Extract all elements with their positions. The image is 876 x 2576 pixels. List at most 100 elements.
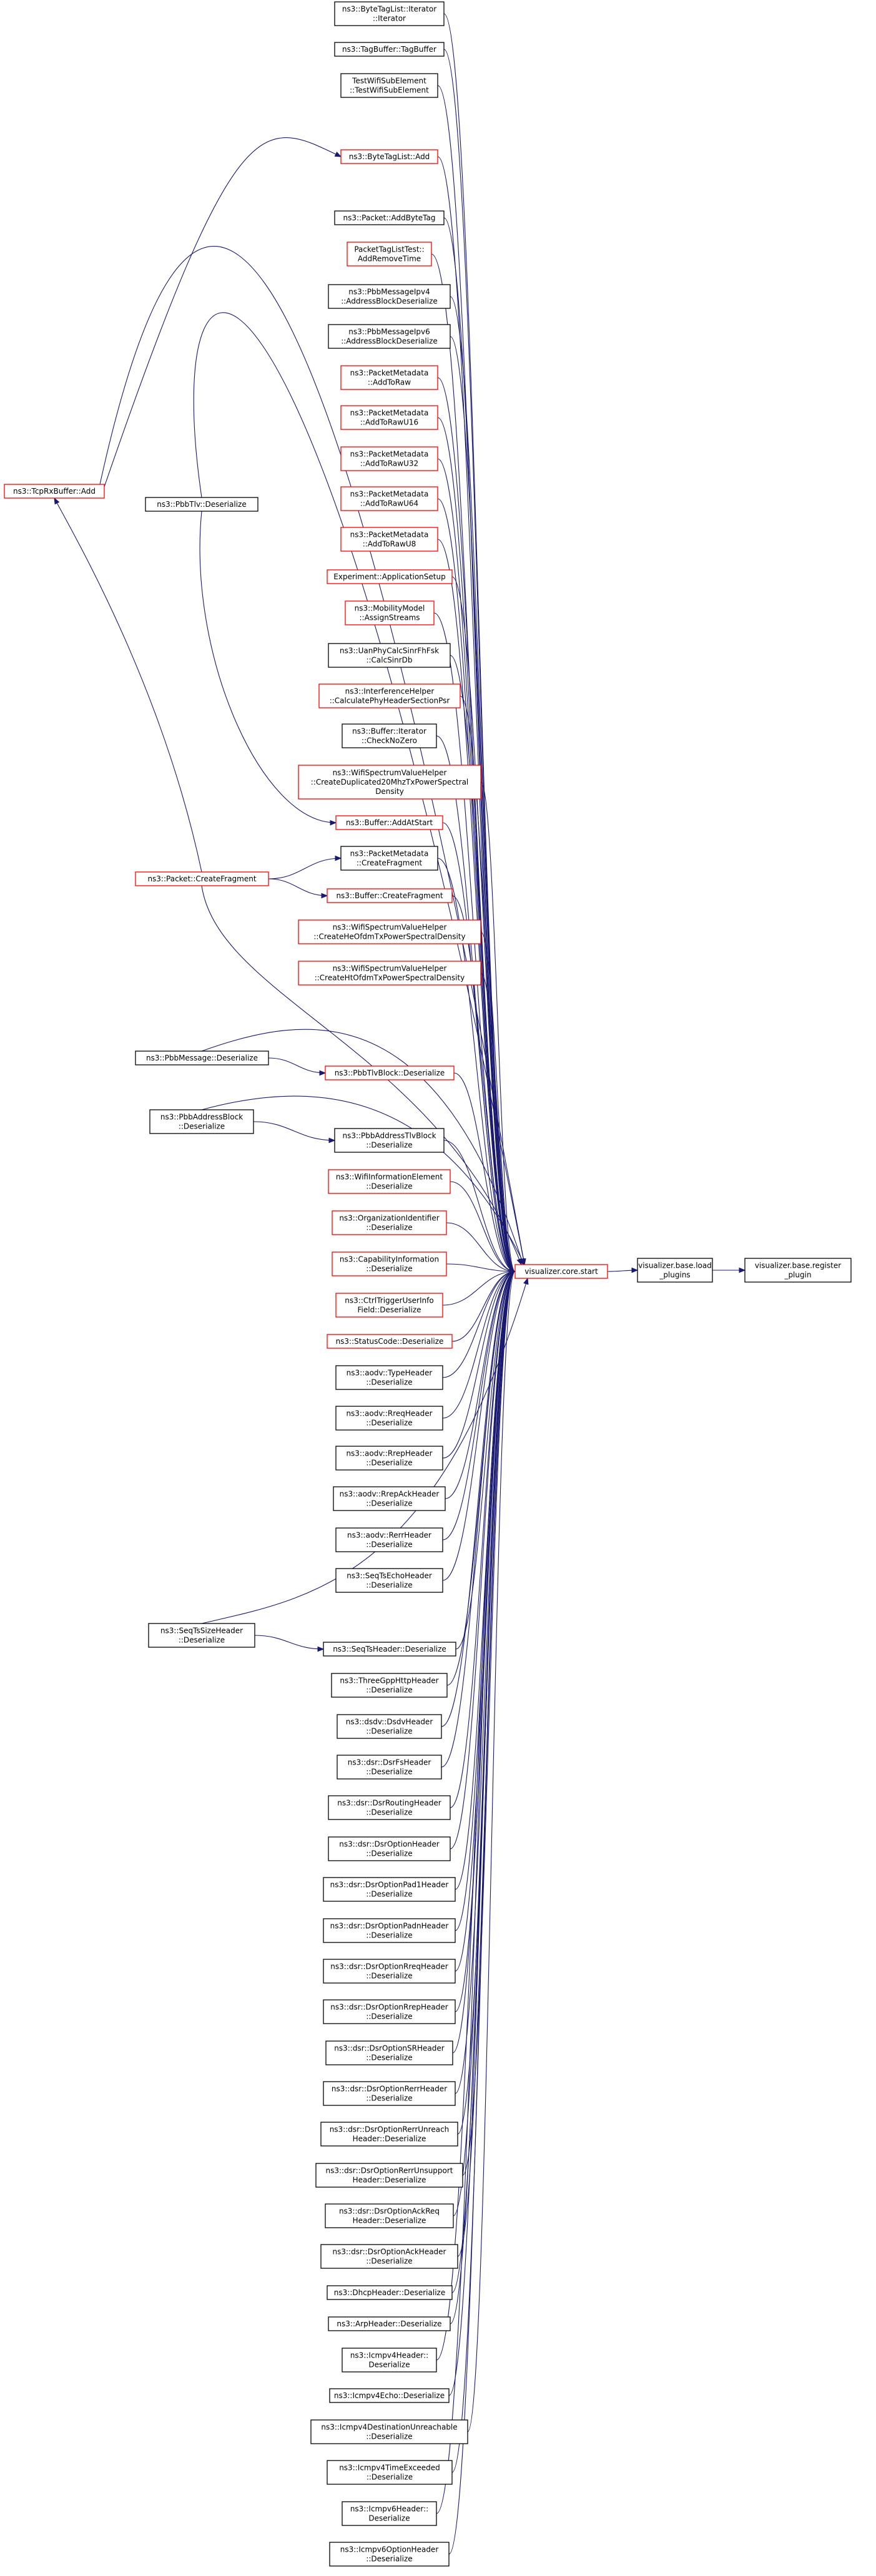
- node-box: [328, 284, 451, 309]
- node-aodv_rerr[interactable]: ns3::aodv::RerrHeader::Deserialize: [335, 1527, 443, 1552]
- node-dsr_padn[interactable]: ns3::dsr::DsrOptionPadnHeader::Deseriali…: [323, 1918, 456, 1943]
- node-label: ns3::aodv::TypeHeader: [347, 1369, 433, 1378]
- node-aodv_rrep[interactable]: ns3::aodv::RrepHeader::Deserialize: [335, 1446, 443, 1471]
- node-orgid[interactable]: ns3::OrganizationIdentifier::Deserialize: [332, 1210, 447, 1235]
- node-dhcp[interactable]: ns3::DhcpHeader::Deserialize: [327, 2285, 453, 2300]
- node-label: ns3::aodv::RerrHeader: [347, 1531, 431, 1540]
- node-box: [320, 2122, 458, 2147]
- node-checknozero[interactable]: ns3::Buffer::Iterator::CheckNoZero: [342, 723, 437, 748]
- edge-icmpv6opt-to-start: [448, 1271, 516, 2555]
- node-wifispec_ht[interactable]: ns3::WifiSpectrumValueHelper::CreateHtOf…: [298, 961, 481, 986]
- node-load[interactable]: visualizer.base.load_plugins: [637, 1258, 713, 1283]
- node-ctrltrigger[interactable]: ns3::CtrlTriggerUserInfoField::Deseriali…: [335, 1293, 443, 1318]
- node-dsr_rrep[interactable]: ns3::dsr::DsrOptionRrepHeader::Deseriali…: [323, 1999, 456, 2024]
- edge-seqts-to-start: [455, 1271, 516, 1650]
- node-pm_addtoraw64[interactable]: ns3::PacketMetadata::AddToRawU64: [340, 486, 438, 511]
- node-threegpp[interactable]: ns3::ThreeGppHttpHeader::Deserialize: [331, 1673, 448, 1698]
- node-mobility[interactable]: ns3::MobilityModel::AssignStreams: [345, 600, 435, 625]
- node-pm_createfrag[interactable]: ns3::PacketMetadata::CreateFragment: [340, 846, 438, 871]
- node-tcprx[interactable]: ns3::TcpRxBuffer::Add: [4, 484, 105, 499]
- node-pbbaddrtlvblock[interactable]: ns3::PbbAddressTlvBlock::Deserialize: [334, 1128, 445, 1153]
- node-pbbv4[interactable]: ns3::PbbMessageIpv4::AddressBlockDeseria…: [328, 284, 451, 309]
- node-dsr_rreq[interactable]: ns3::dsr::DsrOptionRreqHeader::Deseriali…: [323, 1959, 456, 1984]
- node-label: ns3::dsr::DsrOptionPad1Header: [330, 1881, 449, 1889]
- node-label: ::Deserialize: [366, 1499, 412, 1508]
- node-icmpv4hdr[interactable]: ns3::Icmpv4Header::Deserialize: [342, 2348, 437, 2373]
- node-pbbmsg[interactable]: ns3::PbbMessage::Deserialize: [135, 1050, 269, 1065]
- edge-wifispec_he-to-start: [480, 931, 516, 1272]
- node-label: ns3::dsdv::DsdvHeader: [346, 1718, 433, 1726]
- node-icmpv6opt[interactable]: ns3::Icmpv6OptionHeader::Deserialize: [329, 2542, 450, 2567]
- node-pbbtlvblock[interactable]: ns3::PbbTlvBlock::Deserialize: [325, 1065, 455, 1080]
- node-interfhelper[interactable]: ns3::InterferenceHelper::CalculatePhyHea…: [318, 683, 461, 708]
- node-icmpv4dest[interactable]: ns3::Icmpv4DestinationUnreachable::Deser…: [310, 2419, 468, 2444]
- node-register[interactable]: visualizer.base.register_plugin: [744, 1258, 852, 1283]
- node-dsr_ack[interactable]: ns3::dsr::DsrOptionAckHeader::Deserializ…: [320, 2244, 458, 2269]
- node-icmpv4echo[interactable]: ns3::Icmpv4Echo::Deserialize: [329, 2388, 450, 2403]
- node-pbbaddrblock[interactable]: ns3::PbbAddressBlock::Deserialize: [149, 1109, 254, 1134]
- node-dsr_fs[interactable]: ns3::dsr::DsrFsHeader::Deserialize: [337, 1755, 442, 1780]
- node-dsr_option[interactable]: ns3::dsr::DsrOptionHeader::Deserialize: [328, 1836, 451, 1861]
- node-box: [334, 42, 445, 57]
- node-aodv_type[interactable]: ns3::aodv::TypeHeader::Deserialize: [335, 1365, 443, 1390]
- node-tagbuffer[interactable]: ns3::TagBuffer::TagBuffer: [334, 42, 445, 57]
- node-pkt_createfrag[interactable]: ns3::Packet::CreateFragment: [135, 871, 269, 886]
- node-testwifisub[interactable]: TestWifiSubElement::TestWifiSubElement: [340, 73, 438, 98]
- node-pkttaglisttest[interactable]: PacketTagListTest::AddRemoveTime: [347, 242, 432, 267]
- node-label: ns3::aodv::RreqHeader: [346, 1409, 432, 1418]
- node-box: [340, 365, 438, 390]
- node-icmpv6hdr[interactable]: ns3::Icmpv6Header::Deserialize: [342, 2501, 437, 2526]
- node-arp[interactable]: ns3::ArpHeader::Deserialize: [328, 2316, 451, 2331]
- node-pm_addtoraw[interactable]: ns3::PacketMetadata::AddToRaw: [340, 365, 438, 390]
- node-bytetag_iter[interactable]: ns3::ByteTagList::Iterator::Iterator: [334, 1, 445, 26]
- node-pbbv6[interactable]: ns3::PbbMessageIpv6::AddressBlockDeseria…: [328, 324, 451, 349]
- node-label: ns3::dsr::DsrOptionRreqHeader: [330, 1962, 448, 1971]
- node-seqts[interactable]: ns3::SeqTsHeader::Deserialize: [323, 1642, 456, 1657]
- node-buf_addatstart[interactable]: ns3::Buffer::AddAtStart: [335, 815, 443, 830]
- node-buf_createfrag[interactable]: ns3::Buffer::CreateFragment: [327, 888, 453, 903]
- node-bytetag_add[interactable]: ns3::ByteTagList::Add: [340, 149, 438, 164]
- node-dsr_ackreq[interactable]: ns3::dsr::DsrOptionAckReqHeader::Deseria…: [325, 2203, 454, 2228]
- node-label: ::Deserialize: [366, 1378, 412, 1387]
- node-label: ns3::PbbTlvBlock::Deserialize: [335, 1069, 445, 1077]
- node-pm_addtoraw8[interactable]: ns3::PacketMetadata::AddToRawU8: [340, 527, 438, 552]
- node-statuscode[interactable]: ns3::StatusCode::Deserialize: [327, 1334, 453, 1349]
- node-aodv_rrepack[interactable]: ns3::aodv::RrepAckHeader::Deserialize: [333, 1486, 446, 1511]
- node-pm_addtoraw16[interactable]: ns3::PacketMetadata::AddToRawU16: [340, 405, 438, 430]
- node-seqtssize[interactable]: ns3::SeqTsSizeHeader::Deserialize: [148, 1623, 255, 1648]
- node-label: visualizer.base.register: [755, 1261, 841, 1270]
- edge-aodv_rrep-to-start: [442, 1271, 516, 1459]
- node-dsr_sr[interactable]: ns3::dsr::DsrOptionSRHeader::Deserialize: [325, 2040, 453, 2065]
- node-wifiinfo[interactable]: ns3::WifiInformationElement::Deserialize: [328, 1169, 451, 1194]
- node-dsr_rerr[interactable]: ns3::dsr::DsrOptionRerrHeader::Deseriali…: [323, 2081, 456, 2106]
- node-dsr_pad1[interactable]: ns3::dsr::DsrOptionPad1Header::Deseriali…: [323, 1877, 456, 1902]
- node-label: ns3::dsr::DsrOptionRerrHeader: [332, 2085, 447, 2094]
- node-box: [744, 1258, 852, 1283]
- node-start[interactable]: visualizer.core.start: [514, 1264, 608, 1279]
- node-label: ::Deserialize: [366, 1182, 412, 1191]
- node-box: [335, 1527, 443, 1552]
- node-dsdv[interactable]: ns3::dsdv::DsdvHeader::Deserialize: [337, 1714, 442, 1739]
- edge-pbbaddrblock-to-start: [201, 1095, 525, 1265]
- node-box: [337, 1755, 442, 1780]
- edge-orgid-to-start: [446, 1222, 516, 1272]
- node-box: [318, 683, 461, 708]
- node-dsr_rerrunsupport[interactable]: ns3::dsr::DsrOptionRerrUnsupportHeader::…: [315, 2163, 463, 2188]
- node-pbbtlv[interactable]: ns3::PbbTlv::Deserialize: [145, 497, 258, 512]
- edge-testwifisub-to-start: [437, 85, 516, 1272]
- node-pm_addtoraw32[interactable]: ns3::PacketMetadata::AddToRawU32: [340, 446, 438, 471]
- node-seqtsecho[interactable]: ns3::SeqTsEchoHeader::Deserialize: [335, 1568, 443, 1593]
- node-dsr_routing[interactable]: ns3::dsr::DsrRoutingHeader::Deserialize: [328, 1795, 451, 1820]
- node-wifispec20[interactable]: ns3::WifiSpectrumValueHelper::CreateDupl…: [298, 765, 481, 800]
- node-label: Header::Deserialize: [353, 2216, 426, 2225]
- node-appsetup[interactable]: Experiment::ApplicationSetup: [327, 569, 453, 584]
- edge-pm_createfrag-to-start: [437, 858, 516, 1272]
- node-capinfo[interactable]: ns3::CapabilityInformation::Deserialize: [332, 1251, 447, 1276]
- node-addbytetag[interactable]: ns3::Packet::AddByteTag: [334, 210, 445, 225]
- node-aodv_rreq[interactable]: ns3::aodv::RreqHeader::Deserialize: [335, 1406, 443, 1431]
- edge-uanphy-to-start: [450, 655, 516, 1272]
- node-icmpv4time[interactable]: ns3::Icmpv4TimeExceeded::Deserialize: [327, 2460, 453, 2485]
- node-wifispec_he[interactable]: ns3::WifiSpectrumValueHelper::CreateHeOf…: [298, 919, 481, 944]
- node-dsr_rerrunreach[interactable]: ns3::dsr::DsrOptionRerrUnreachHeader::De…: [320, 2122, 458, 2147]
- node-uanphy[interactable]: ns3::UanPhyCalcSinrFhFsk::CalcSinrDb: [328, 643, 451, 668]
